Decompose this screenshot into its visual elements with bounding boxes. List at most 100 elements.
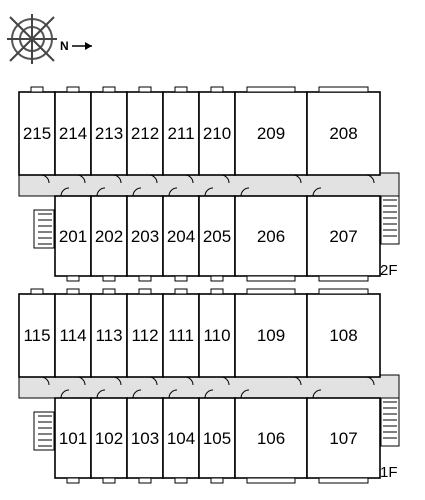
unit-102: 102 — [90, 389, 128, 484]
unit-label: 112 — [131, 326, 158, 345]
unit-111: 111 — [162, 288, 200, 386]
unit-label: 110 — [203, 326, 230, 345]
unit-115: 115 — [18, 288, 56, 386]
unit-label: 206 — [257, 227, 285, 246]
unit-206: 206 — [234, 187, 308, 282]
unit-205: 205 — [198, 187, 236, 282]
unit-label: 114 — [59, 326, 86, 345]
door-icon — [365, 376, 375, 386]
unit-label: 104 — [167, 429, 195, 448]
unit-213: 213 — [90, 86, 128, 184]
corridor — [18, 172, 400, 197]
unit-label: 204 — [167, 227, 195, 246]
compass-rose-icon: N — [7, 14, 92, 64]
unit-label: 205 — [203, 227, 231, 246]
unit-label: 109 — [257, 326, 285, 345]
unit-110: 110 — [198, 288, 236, 386]
north-label: N — [60, 39, 69, 53]
stairs-icon — [33, 411, 55, 451]
unit-212: 212 — [126, 86, 164, 184]
door-icon — [112, 376, 122, 386]
corridor — [18, 374, 400, 399]
unit-label: 111 — [168, 326, 194, 345]
unit-211: 211 — [162, 86, 200, 184]
unit-215: 215 — [18, 86, 56, 184]
door-icon — [365, 174, 375, 184]
unit-label: 106 — [257, 429, 285, 448]
unit-114: 114 — [54, 288, 92, 386]
door-icon — [204, 389, 214, 399]
door-icon — [40, 174, 50, 184]
floor-label: 1F — [380, 464, 398, 481]
floor-label: 2F — [380, 262, 398, 279]
unit-204: 204 — [162, 187, 200, 282]
unit-203: 203 — [126, 187, 164, 282]
unit-label: 113 — [95, 326, 122, 345]
unit-107: 107 — [306, 389, 381, 484]
unit-label: 103 — [131, 429, 159, 448]
unit-109: 109 — [234, 288, 308, 386]
door-icon — [132, 187, 142, 197]
unit-label: 213 — [95, 124, 123, 143]
unit-label: 102 — [95, 429, 123, 448]
door-icon — [168, 389, 178, 399]
door-icon — [184, 174, 194, 184]
door-icon — [292, 376, 302, 386]
unit-112: 112 — [126, 288, 164, 386]
unit-202: 202 — [90, 187, 128, 282]
unit-label: 202 — [95, 227, 123, 246]
stairs-icon — [380, 397, 400, 447]
unit-label: 107 — [329, 429, 357, 448]
door-icon — [76, 174, 86, 184]
door-icon — [96, 389, 106, 399]
door-icon — [292, 174, 302, 184]
unit-label: 105 — [203, 429, 231, 448]
door-icon — [148, 174, 158, 184]
door-icon — [312, 187, 322, 197]
unit-103: 103 — [126, 389, 164, 484]
door-icon — [60, 389, 70, 399]
stairs-icon — [380, 195, 400, 245]
floor-1F: 115 114 113 112 111 110 109 108 101 102 103 104 105 1… — [18, 288, 400, 484]
unit-label: 203 — [131, 227, 159, 246]
unit-label: 108 — [329, 326, 357, 345]
door-icon — [132, 389, 142, 399]
unit-207: 207 — [306, 187, 381, 282]
unit-label: 208 — [329, 124, 357, 143]
unit-208: 208 — [306, 86, 381, 184]
unit-210: 210 — [198, 86, 236, 184]
unit-label: 209 — [257, 124, 285, 143]
door-icon — [148, 376, 158, 386]
unit-105: 105 — [198, 389, 236, 484]
door-icon — [312, 389, 322, 399]
unit-label: 214 — [59, 124, 87, 143]
unit-214: 214 — [54, 86, 92, 184]
unit-label: 201 — [59, 227, 87, 246]
unit-label: 215 — [23, 124, 51, 143]
door-icon — [184, 376, 194, 386]
unit-113: 113 — [90, 288, 128, 386]
door-icon — [204, 187, 214, 197]
unit-209: 209 — [234, 86, 308, 184]
door-icon — [40, 376, 50, 386]
stairs-icon — [33, 209, 55, 249]
unit-101: 101 — [54, 389, 92, 484]
unit-label: 210 — [203, 124, 231, 143]
unit-label: 211 — [167, 124, 194, 143]
door-icon — [240, 187, 250, 197]
unit-108: 108 — [306, 288, 381, 386]
door-icon — [96, 187, 106, 197]
door-icon — [220, 376, 230, 386]
door-icon — [220, 174, 230, 184]
unit-201: 201 — [54, 187, 92, 282]
unit-label: 115 — [23, 326, 50, 345]
unit-label: 207 — [329, 227, 357, 246]
unit-104: 104 — [162, 389, 200, 484]
unit-label: 101 — [59, 429, 87, 448]
door-icon — [240, 389, 250, 399]
door-icon — [112, 174, 122, 184]
door-icon — [168, 187, 178, 197]
unit-106: 106 — [234, 389, 308, 484]
